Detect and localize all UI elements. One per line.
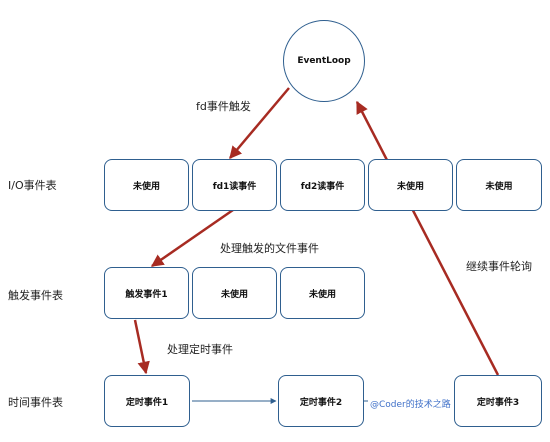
arrow-eventloop-to-fd1 <box>229 87 290 159</box>
timer-cell-2: 定时事件2 <box>278 375 364 427</box>
event-loop-node: EventLoop <box>283 20 365 102</box>
arrow-timer3-to-eventloop <box>355 100 500 376</box>
edge-label-fd-trigger: fd事件触发 <box>196 100 251 113</box>
timer-cell-1: 定时事件1 <box>104 375 190 427</box>
row-label-triggered: 触发事件表 <box>8 289 63 302</box>
io-cell-4: 未使用 <box>368 159 453 211</box>
io-cell-1: 未使用 <box>104 159 189 211</box>
io-cell-2: fd1读事件 <box>192 159 277 211</box>
edge-label-handle-timer-event: 处理定时事件 <box>167 343 233 356</box>
timer-cell-3: 定时事件3 <box>454 375 542 427</box>
row-label-timer: 时间事件表 <box>8 396 63 409</box>
triggered-cell-2: 未使用 <box>192 267 277 319</box>
edge-label-continue-loop: 继续事件轮询 <box>466 260 532 273</box>
arrow-fd1-to-trigger1 <box>150 208 234 268</box>
watermark: @Coder的技术之路 <box>368 397 453 410</box>
triggered-cell-1: 触发事件1 <box>104 267 189 319</box>
io-cell-5: 未使用 <box>456 159 542 211</box>
arrow-trigger1-to-timer1 <box>133 319 150 375</box>
io-cell-3: fd2读事件 <box>280 159 365 211</box>
triggered-cell-3: 未使用 <box>280 267 365 319</box>
edge-label-handle-file-event: 处理触发的文件事件 <box>220 242 319 255</box>
row-label-io: I/O事件表 <box>8 179 57 192</box>
